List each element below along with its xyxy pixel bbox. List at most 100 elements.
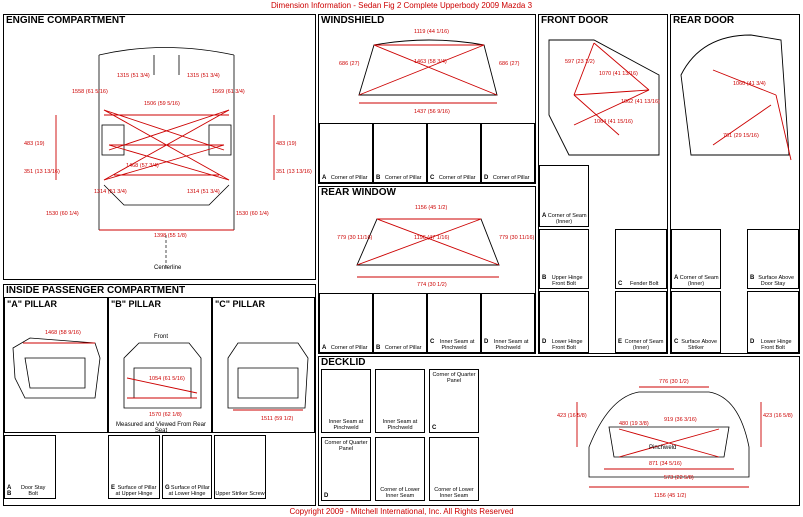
dimension-label: 597 (23 1/2) [565, 59, 595, 65]
dimension-label: 1468 (57 3/4) [126, 163, 159, 169]
engine-compartment-panel: ENGINE COMPARTMENT 1315 (51 3/4) [3, 14, 316, 280]
dimension-label: 776 (30 1/2) [659, 379, 689, 385]
decklid-diagram: 776 (30 1/2) 423 (16 5/8) 423 (16 5/8) 4… [557, 379, 793, 499]
dimension-label: 1437 (56 9/16) [414, 109, 450, 115]
cell-caption: Surface of Pillar at Lower Hinge [168, 485, 210, 497]
decklid-cell-e: Corner of Lower Inner Seam [375, 437, 425, 501]
dimension-label: 1070 (41 13/16) [599, 71, 638, 77]
dimension-label: 423 (16 5/8) [557, 413, 587, 419]
a-pillar-box: "A" PILLAR 1468 (58 9/16) [4, 297, 108, 433]
engine-compartment-title: ENGINE COMPARTMENT [6, 15, 126, 26]
rear-window-title: REAR WINDOW [321, 187, 396, 198]
dimension-label: 1196 (47 1/16) [414, 235, 450, 241]
dimension-label: 761 (29 15/16) [723, 133, 759, 139]
front-arrow-label: Front [154, 334, 168, 340]
rear-door-title: REAR DOOR [673, 15, 735, 26]
page-header: Dimension Information - Sedan Fig 2 Comp… [270, 1, 533, 10]
dimension-label: 1530 (60 1/4) [236, 211, 269, 217]
dimension-label: 573 (22 5/8) [664, 475, 694, 481]
pinchweld-label: Pinchweld [649, 445, 676, 451]
dimension-label: 871 (34 5/16) [649, 461, 682, 467]
dimension-label: 1398 (55 1/8) [154, 233, 187, 239]
rear-door-panel: REAR DOOR 1060 (41 3/4) 761 (29 15/16) A… [670, 14, 800, 354]
decklid-cell-a: Inner Seam at Pinchweld [321, 369, 371, 433]
windshield-panel: WINDSHIELD 1119 (44 1/16) 1463 (58 3/4) … [318, 14, 536, 184]
dimension-label: 686 (27) [339, 61, 360, 67]
dimension-label: 480 (19 3/8) [619, 421, 649, 427]
dimension-label: 779 (30 11/16) [499, 235, 535, 241]
passenger-compartment-title: INSIDE PASSENGER COMPARTMENT [6, 285, 186, 296]
dimension-label: 779 (30 11/16) [337, 235, 373, 241]
rear-door-diagram: 1060 (41 3/4) 761 (29 15/16) [680, 34, 792, 161]
decklid-title: DECKLID [321, 357, 366, 368]
dimension-label: 351 (13 13/16) [276, 169, 312, 175]
b-pillar-diagram: Front 1054 (61 5/16) 1570 (62 1/8) [123, 334, 202, 418]
b-pillar-box: "B" PILLAR Front 1054 (61 5/16) 1570 (62… [108, 297, 212, 434]
cell-caption: Door Stay [20, 485, 46, 491]
decklid-cell-b: Inner Seam at Pinchweld [375, 369, 425, 433]
dimension-label: 1064 (41 15/16) [594, 119, 633, 125]
b-pillar-note: Measured and Viewed From Rear Seat [116, 422, 206, 434]
front-door-panel: FRONT DOOR 597 (23 1/2) 1070 (41 13/16) … [538, 14, 668, 354]
a-pillar-title: "A" PILLAR [7, 299, 58, 309]
dimension-label: 1119 (44 1/16) [414, 29, 449, 35]
b-pillar-title: "B" PILLAR [111, 299, 162, 309]
dimension-label: 1570 (62 1/8) [149, 412, 182, 418]
centerline-label: Centerline [154, 265, 182, 271]
cell-caption: Surface of Pillar at Upper Hinge [115, 485, 157, 497]
dimension-label: 483 (19) [24, 141, 45, 147]
page-footer: Copyright 2009 - Mitchell International,… [289, 507, 514, 516]
c-pillar-box: "C" PILLAR 1511 (59 1/2) [212, 297, 315, 433]
c-pillar-diagram: 1511 (59 1/2) [227, 342, 309, 422]
dimension-label: 1314 (51 3/4) [94, 189, 127, 195]
rear-window-panel: REAR WINDOW 1156 (45 1/2) 1196 (47 1/16)… [318, 186, 536, 354]
c-pillar-title: "C" PILLAR [215, 299, 266, 309]
engine-dimensions: 1315 (51 3/4) 1315 (51 3/4) 1558 (61 5/1… [24, 73, 312, 239]
dimension-label: 1054 (61 5/16) [149, 376, 185, 382]
dimension-label: 1569 (61 3/4) [212, 89, 245, 95]
dimension-label: 1506 (59 5/16) [144, 101, 180, 107]
passenger-compartment-panel: INSIDE PASSENGER COMPARTMENT "A" PILLAR … [3, 284, 316, 506]
a-pillar-diagram: 1468 (58 9/16) [12, 330, 101, 399]
cell-caption: Upper Striker Screw [215, 491, 265, 497]
dimension-label: 1468 (58 9/16) [45, 330, 81, 336]
windshield-diagram: 1119 (44 1/16) 1463 (58 3/4) 1437 (56 9/… [339, 29, 520, 115]
dimension-label: 1314 (51 3/4) [187, 189, 220, 195]
dimension-label: 423 (16 5/8) [763, 413, 793, 419]
dimension-label: 686 (27) [499, 61, 520, 67]
dimension-label: 1558 (61 5/16) [72, 89, 108, 95]
engine-diagram: 1315 (51 3/4) 1315 (51 3/4) 1558 (61 5/1… [24, 47, 312, 271]
front-door-diagram: 597 (23 1/2) 1070 (41 13/16) 1062 (41 13… [548, 39, 660, 156]
dimension-label: 483 (19) [276, 141, 297, 147]
rear-window-diagram: 1156 (45 1/2) 1196 (47 1/16) 779 (30 11/… [337, 205, 535, 288]
dimension-label: 1511 (59 1/2) [261, 416, 293, 422]
decklid-panel: DECKLID Inner Seam at Pinchweld Inner Se… [318, 356, 800, 506]
windshield-title: WINDSHIELD [321, 15, 385, 26]
passenger-cell-4: Upper Striker Screw [214, 435, 266, 499]
dimension-label: 774 (30 1/2) [417, 282, 447, 288]
dimension-label: 919 (36 3/16) [664, 417, 697, 423]
decklid-cell-f: Corner of Lower Inner Seam [429, 437, 479, 501]
